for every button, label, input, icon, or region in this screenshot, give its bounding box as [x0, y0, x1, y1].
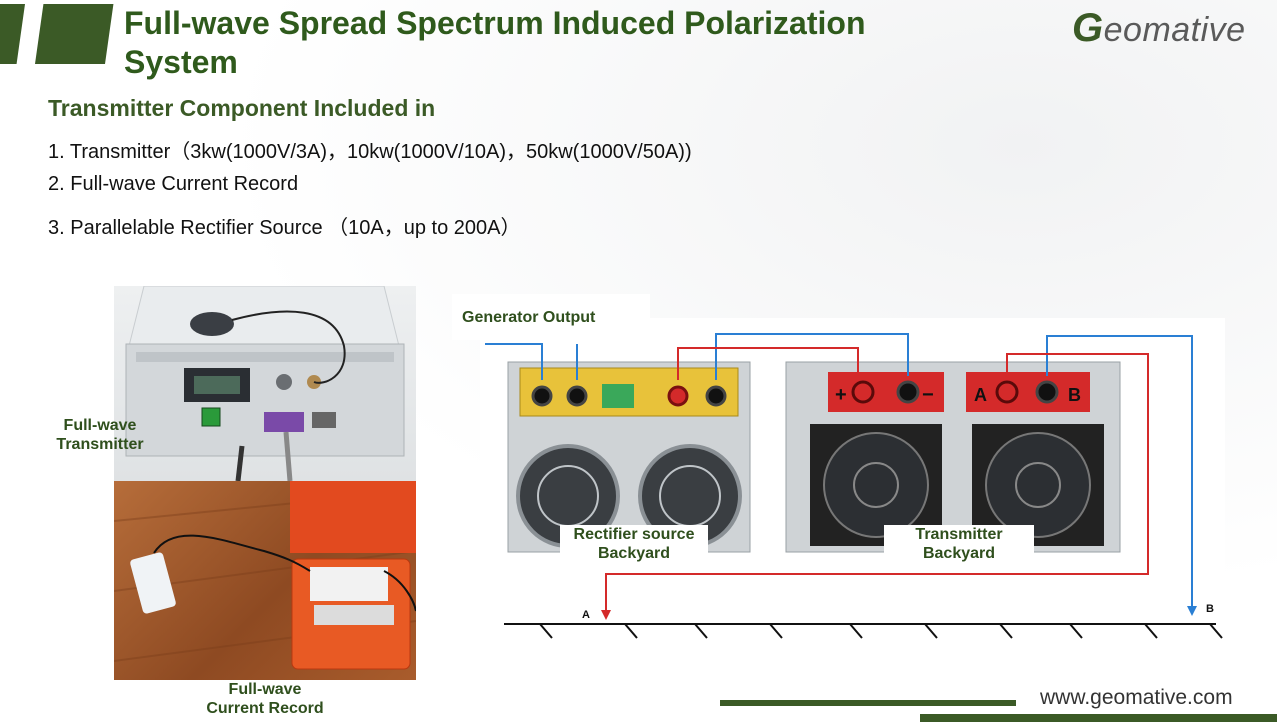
rectifier-connector-block: [602, 384, 634, 408]
wiring-diagram: + − A B: [480, 318, 1225, 648]
current-record-photo-caption: Full-wave Current Record: [206, 681, 324, 717]
rectifier-terminal-black-3: [705, 385, 727, 407]
list-item: 2. Full-wave Current Record: [48, 173, 299, 195]
terminal-minus-label: −: [922, 384, 934, 406]
current-record-illustration: [114, 481, 416, 670]
transmitter-terminal-a: [995, 380, 1019, 404]
list-item: 1. Transmitter（3kw(1000V/3A)，10kw(1000V/…: [48, 141, 692, 163]
current-record-photo: [114, 481, 416, 680]
footer-website-url: www.geomative.com: [1040, 686, 1233, 709]
geomative-logo: Geomative: [1072, 6, 1246, 50]
terminal-b-label: B: [1068, 385, 1081, 405]
rectifier-backyard-caption: Rectifier source Backyard: [560, 525, 708, 563]
transmitter-terminal-b: [1035, 380, 1059, 404]
terminal-plus-label: +: [835, 384, 847, 406]
footer-accent-line-lower: [920, 714, 1277, 722]
transmitter-backyard-caption: Transmitter Backyard: [884, 525, 1034, 563]
list-item: 3. Parallelable Rectifier Source （10A，up…: [48, 217, 521, 239]
electrode-b-label: B: [1206, 603, 1214, 615]
transmitter-terminal-minus: [896, 380, 920, 404]
transmitter-photo-caption: Full-wave Transmitter: [56, 417, 144, 453]
rectifier-terminal-red: [667, 385, 689, 407]
wiring-diagram-svg: + − A B: [485, 333, 1223, 639]
transmitter-illustration: [125, 286, 405, 481]
electrode-a-label: A: [582, 609, 590, 621]
header-accent-bar-right: [35, 4, 114, 64]
transmitter-terminal-plus: [851, 380, 875, 404]
header-accent-bar-left: [0, 4, 25, 64]
generator-output-label: Generator Output: [462, 309, 596, 326]
rectifier-terminal-black-2: [566, 385, 588, 407]
slide-title: Full-wave Spread Spectrum Induced Polari…: [124, 5, 866, 80]
footer-accent-line: [720, 700, 1016, 706]
rectifier-terminal-black-1: [531, 385, 553, 407]
section-subtitle: Transmitter Component Included in: [48, 95, 436, 121]
transmitter-photo: [114, 286, 416, 481]
ground-hatching: [539, 623, 1223, 639]
terminal-a-label: A: [974, 385, 987, 405]
